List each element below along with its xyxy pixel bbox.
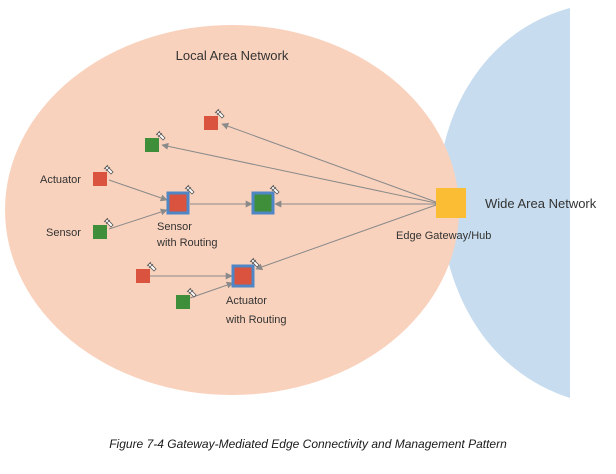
edge-gateway-hub	[436, 188, 466, 218]
actuator-with-routing-node	[231, 264, 255, 288]
actuator-node-bottom	[136, 269, 150, 283]
sensor-with-routing-node	[166, 191, 190, 215]
wan-label: Wide Area Network	[485, 196, 597, 211]
sensor-routing-label-1: Sensor	[157, 221, 192, 233]
link-top-actuator-gateway	[221, 122, 437, 203]
links	[108, 122, 437, 299]
gateway-label: Edge Gateway/Hub	[396, 230, 491, 242]
actuator-routing-label-2: with Routing	[225, 314, 287, 326]
actuator-node-top	[204, 116, 218, 130]
sensor-routing-label-2: with Routing	[156, 237, 218, 249]
actuator-label: Actuator	[40, 174, 81, 186]
sensor-with-routing-node-2	[251, 191, 275, 215]
link-top-sensor-gateway	[161, 142, 437, 204]
sensor-node-left	[93, 225, 107, 239]
wan-region	[438, 8, 570, 398]
figure-caption: Figure 7-4 Gateway-Mediated Edge Connect…	[109, 437, 507, 451]
link-sensor-actuator-routing	[189, 281, 234, 299]
link-sensor-routing-1	[108, 208, 168, 230]
link-gateway-actuator-routing	[255, 204, 437, 271]
actuator-routing-label-1: Actuator	[226, 295, 267, 307]
sensor-node-top	[145, 138, 159, 152]
sensor-label: Sensor	[46, 227, 81, 239]
lan-region	[5, 25, 459, 395]
actuator-node-left	[93, 172, 107, 186]
link-actuator-routing-1	[108, 179, 168, 202]
sensor-node-bottom	[176, 295, 190, 309]
lan-label: Local Area Network	[176, 48, 289, 63]
